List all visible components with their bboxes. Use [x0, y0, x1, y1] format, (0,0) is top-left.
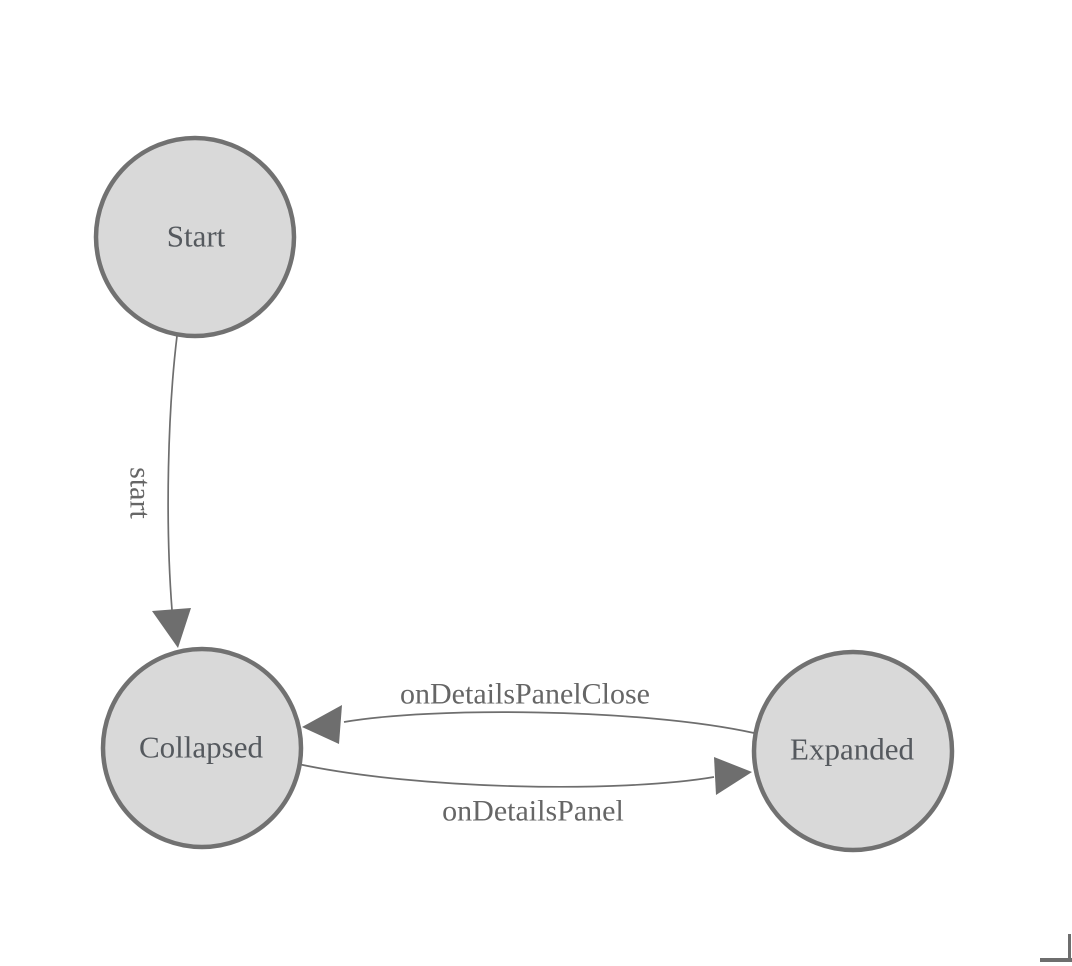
edge-open-path [297, 763, 715, 788]
resize-corner-handle[interactable] [1040, 934, 1072, 962]
arrowhead-into-expanded-left [714, 757, 752, 795]
edge-start-path [167, 335, 178, 611]
state-label-expanded: Expanded [790, 732, 914, 767]
edge-close-path [343, 711, 755, 734]
state-circle-collapsed[interactable] [100, 646, 304, 850]
edge-label-start[interactable]: start [124, 467, 157, 519]
state-node-collapsed[interactable]: Collapsed [100, 646, 304, 850]
state-circle-expanded[interactable] [751, 649, 955, 853]
arrowhead-into-collapsed-right [302, 705, 342, 744]
resize-corner-horizontal-bar [1040, 958, 1072, 962]
state-label-start: Start [167, 219, 226, 254]
state-node-start[interactable]: Start [93, 135, 297, 339]
edge-label-on-details-panel-close[interactable]: onDetailsPanelClose [400, 678, 650, 711]
edge-collapsed-to-expanded: onDetailsPanel [297, 757, 752, 828]
resize-corner-vertical-bar [1068, 934, 1071, 962]
edge-expanded-to-collapsed: onDetailsPanelClose [302, 678, 755, 744]
state-label-collapsed: Collapsed [139, 730, 263, 765]
arrowhead-into-collapsed-top [152, 608, 191, 648]
edge-start-to-collapsed: start [124, 335, 191, 648]
state-node-expanded[interactable]: Expanded [751, 649, 955, 853]
edge-label-on-details-panel[interactable]: onDetailsPanel [442, 795, 624, 828]
state-circle-start[interactable] [93, 135, 297, 339]
